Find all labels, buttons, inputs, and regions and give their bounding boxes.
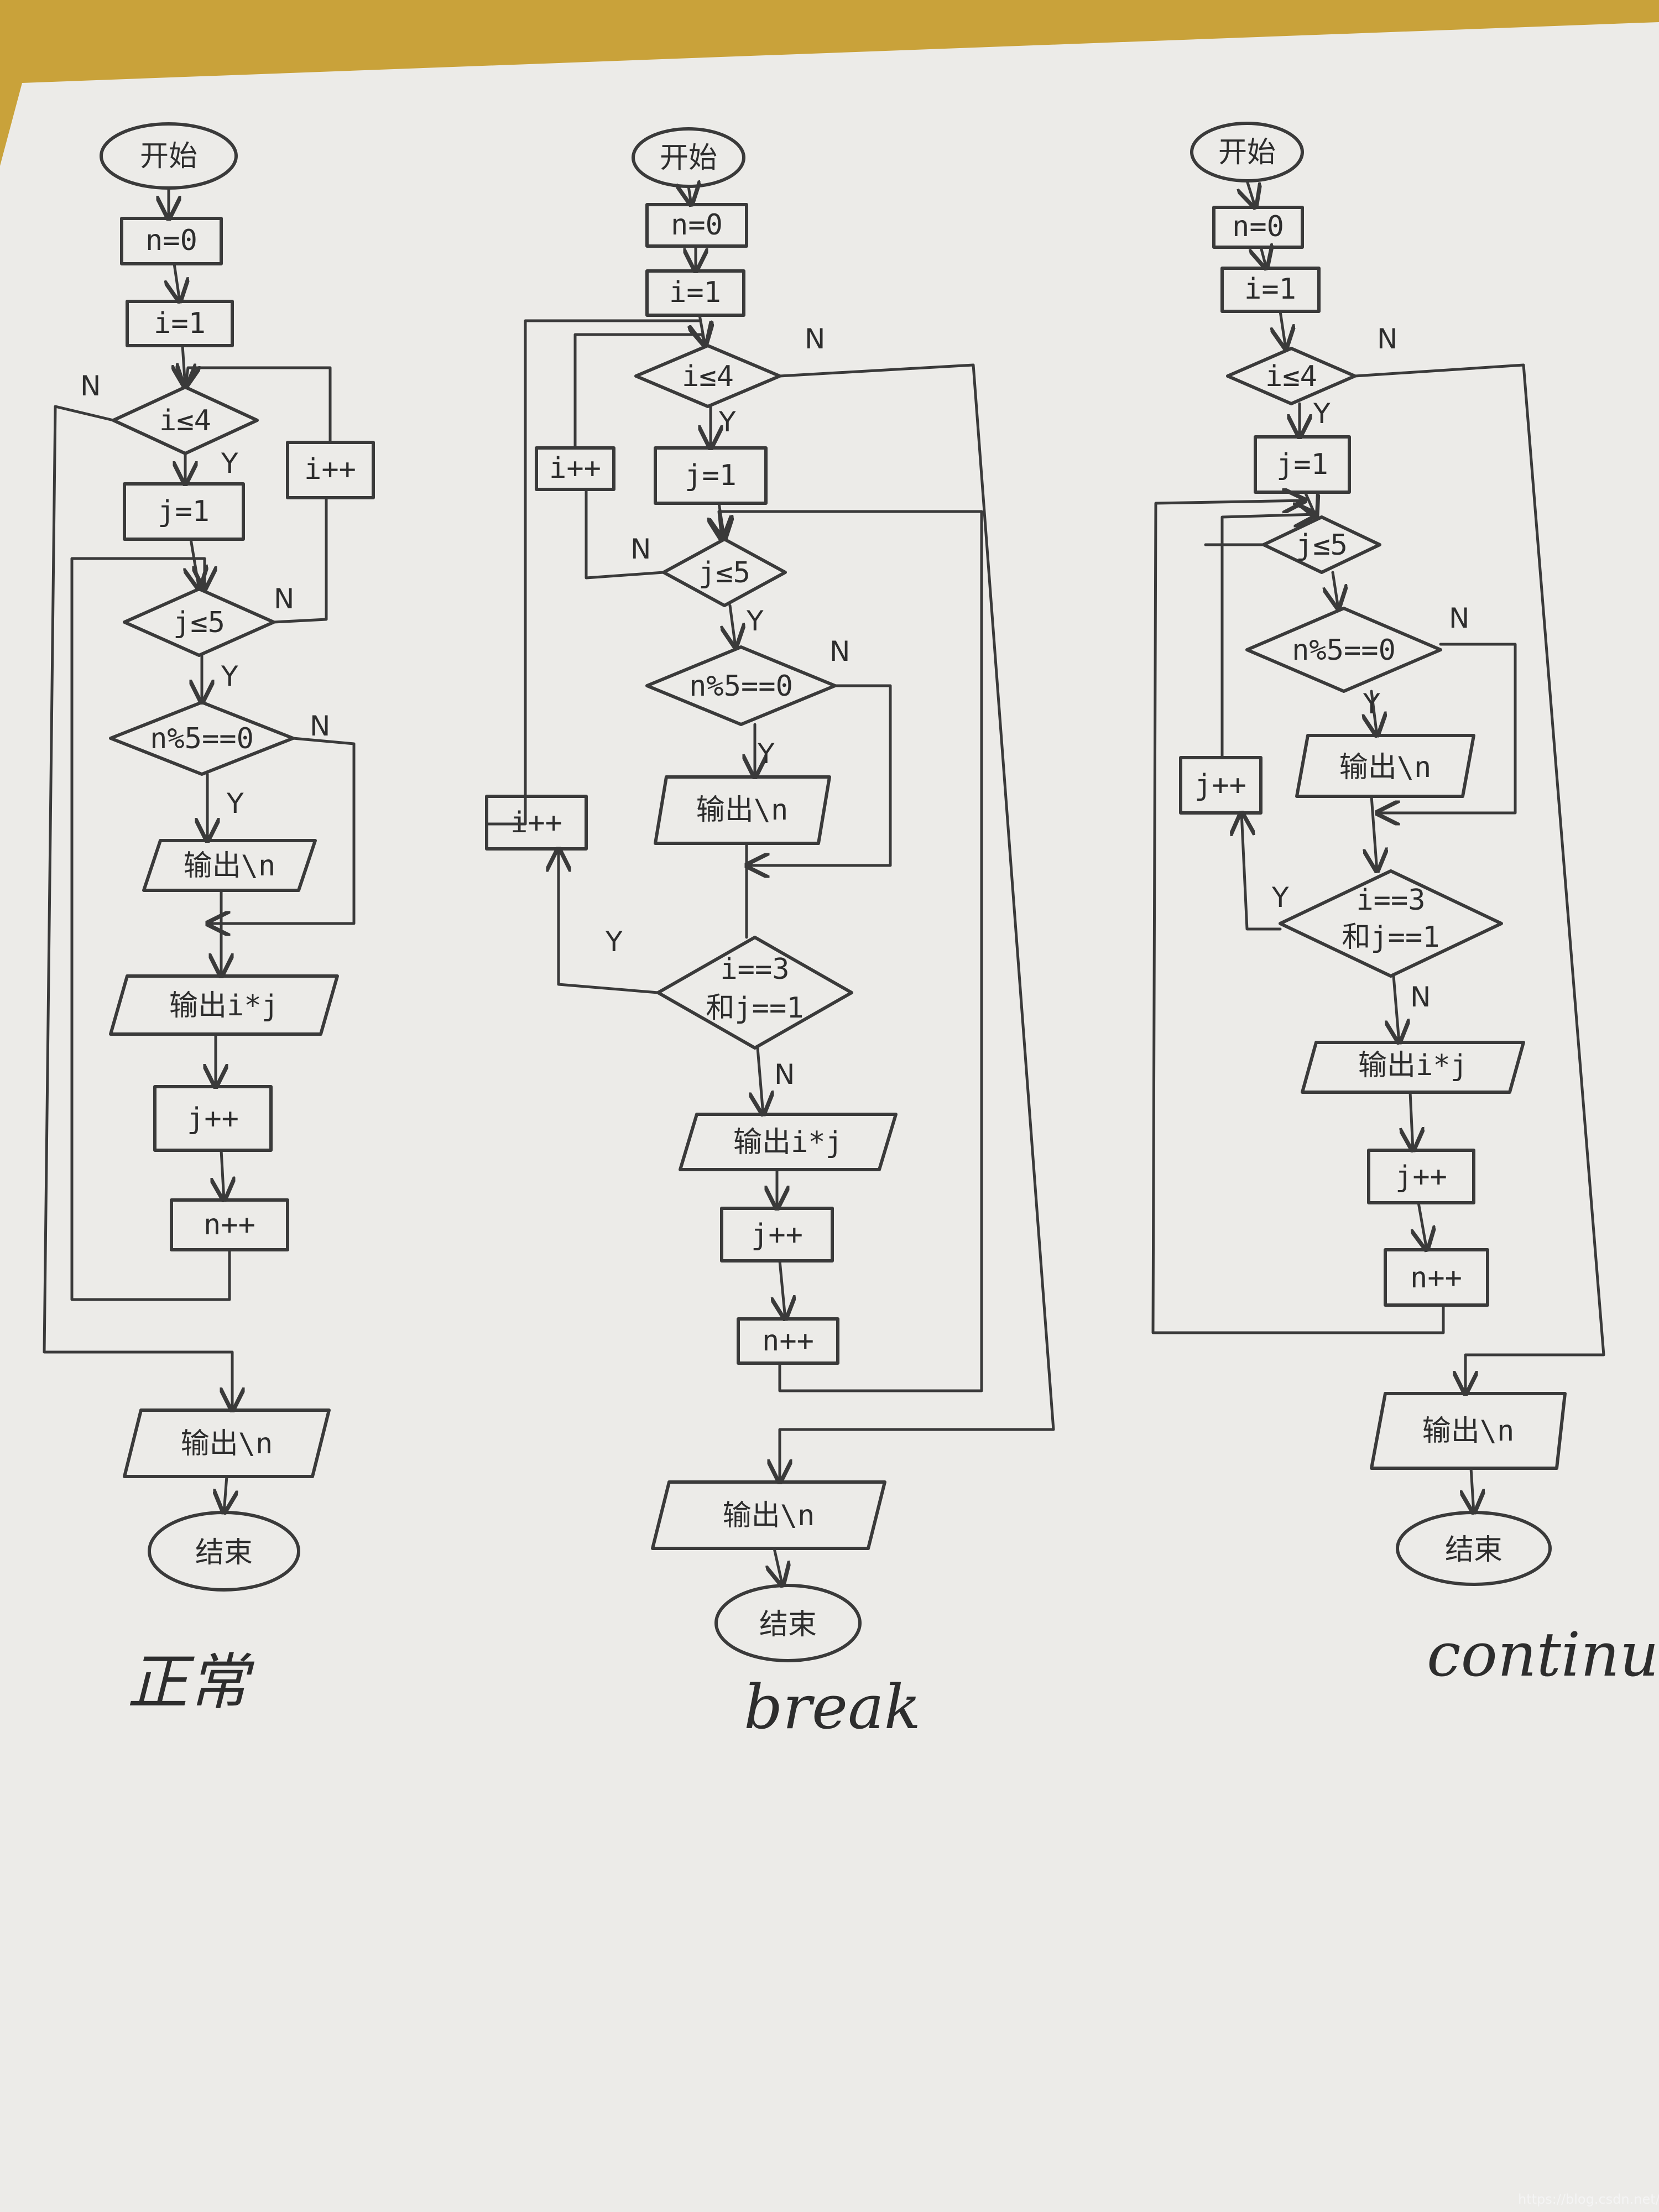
caption-continue: continue — [1427, 1619, 1659, 1690]
label-n1: N — [1377, 323, 1397, 355]
start-label: 开始 — [660, 142, 717, 175]
out-ij-parallelogram — [679, 1113, 898, 1171]
caption-break: break — [744, 1672, 921, 1743]
caption-normal: 正常 — [127, 1647, 255, 1718]
inc-n-label: n++ — [204, 1208, 255, 1241]
out-ij-label: 输出i*j — [733, 1126, 843, 1159]
start-label: 开始 — [140, 140, 197, 173]
i-init-label: i=1 — [1244, 273, 1296, 306]
continue-cond-a-label: i==3 — [1356, 884, 1425, 917]
cond-j-diamond — [662, 538, 787, 607]
label-n3: N — [310, 710, 330, 742]
out-n-end-parallelogram — [123, 1408, 331, 1478]
inc-j-label: j++ — [751, 1218, 803, 1251]
label-y1: Y — [1313, 398, 1331, 430]
end-label: 结束 — [1445, 1533, 1503, 1567]
out-n-parallelogram — [142, 839, 317, 892]
break-cond-b-label: 和j==1 — [706, 992, 804, 1025]
out-n-label: 输出\n — [184, 849, 276, 883]
n-init-label: n=0 — [1232, 210, 1284, 243]
j-init-label: j=1 — [1276, 448, 1328, 481]
cond-i-label: i≤4 — [1265, 360, 1317, 393]
paper-sheet — [0, 22, 1659, 2212]
out-n-end-label: 输出\n — [1422, 1415, 1515, 1448]
label-y3: Y — [226, 787, 244, 820]
inc-j-label: j++ — [1395, 1160, 1447, 1193]
label-n1: N — [80, 370, 101, 402]
out-n-end-label: 输出\n — [723, 1499, 815, 1532]
inc-n-label: n++ — [762, 1324, 814, 1358]
label-n2: N — [630, 533, 651, 565]
out-n-end-parallelogram — [651, 1480, 886, 1550]
label-n2: N — [274, 583, 294, 615]
cond-j-label: j≤5 — [1296, 529, 1348, 562]
label-y4: Y — [605, 926, 623, 958]
cond-mod-label: n%5==0 — [1292, 634, 1396, 667]
label-y2: Y — [221, 660, 238, 692]
out-n-parallelogram — [654, 775, 831, 845]
cond-j-diamond — [1262, 515, 1381, 574]
flowchart-continue: 开始 n=0 i=1 i≤4 j=1 j≤5 n%5==0 输出\n i==3 … — [1151, 122, 1659, 1690]
label-y3: Y — [757, 738, 775, 770]
label-n2: N — [1449, 602, 1469, 634]
out-ij-parallelogram — [109, 974, 339, 1036]
cond-i-diamond — [634, 344, 781, 408]
inc-i-a-label: i++ — [549, 452, 601, 485]
i-init-label: i=1 — [154, 307, 206, 340]
n-init-label: n=0 — [145, 224, 197, 257]
label-n3: N — [1410, 981, 1431, 1013]
cond-j-label: j≤5 — [173, 606, 225, 639]
break-cond-a-label: i==3 — [720, 953, 789, 986]
cond-j-diamond — [123, 587, 275, 657]
j-init-label: j=1 — [685, 459, 737, 492]
cond-mod-diamond — [645, 645, 837, 726]
end-label: 结束 — [195, 1536, 253, 1569]
out-n-parallelogram — [1295, 734, 1475, 798]
continue-cond-diamond — [1279, 869, 1503, 978]
flowchart-normal: 开始 n=0 i=1 i≤4 j=1 j≤5 n%5==0 输出\n 输出i*j… — [43, 122, 375, 1718]
cond-mod-diamond — [109, 701, 295, 776]
out-n-label: 输出\n — [1339, 751, 1432, 784]
out-ij-label: 输出i*j — [169, 989, 279, 1022]
inc-i-label: j++ — [1194, 769, 1246, 802]
break-cond-diamond — [656, 936, 853, 1050]
inc-i-label: i++ — [304, 453, 356, 486]
label-y1: Y — [221, 447, 238, 479]
inc-n-label: n++ — [1410, 1261, 1462, 1295]
cond-mod-label: n%5==0 — [689, 670, 793, 703]
out-n-end-label: 输出\n — [181, 1427, 273, 1460]
cond-mod-label: n%5==0 — [150, 722, 254, 755]
flowchart-break: 开始 n=0 i=1 i≤4 j=1 j≤5 n%5==0 输出\n i==3 … — [485, 127, 1055, 1743]
cond-j-label: j≤5 — [698, 556, 750, 589]
out-ij-parallelogram — [1301, 1041, 1525, 1094]
cond-i-diamond — [1226, 347, 1357, 405]
label-n3: N — [830, 635, 850, 667]
inc-j-label: j++ — [187, 1102, 239, 1135]
start-label: 开始 — [1218, 136, 1276, 169]
out-ij-label: 输出i*j — [1358, 1049, 1468, 1082]
label-y2: Y — [746, 605, 764, 637]
watermark: https://blog.csdn.net/qq_4171... — [1518, 2192, 1659, 2207]
n-init-label: n=0 — [671, 208, 723, 242]
out-n-end-parallelogram — [1370, 1392, 1567, 1470]
label-y3: Y — [1271, 881, 1289, 914]
label-y1: Y — [718, 406, 736, 438]
label-n4: N — [774, 1058, 795, 1091]
cond-i-label: i≤4 — [682, 360, 734, 393]
end-label: 结束 — [759, 1608, 817, 1641]
cond-i-label: i≤4 — [159, 404, 211, 437]
i-init-label: i=1 — [669, 276, 721, 309]
label-n1: N — [805, 323, 825, 355]
j-init-label: j=1 — [158, 495, 210, 528]
cond-mod-diamond — [1245, 607, 1442, 693]
out-n-label: 输出\n — [696, 794, 789, 827]
label-y2: Y — [1363, 688, 1380, 720]
continue-cond-b-label: 和j==1 — [1342, 921, 1439, 954]
